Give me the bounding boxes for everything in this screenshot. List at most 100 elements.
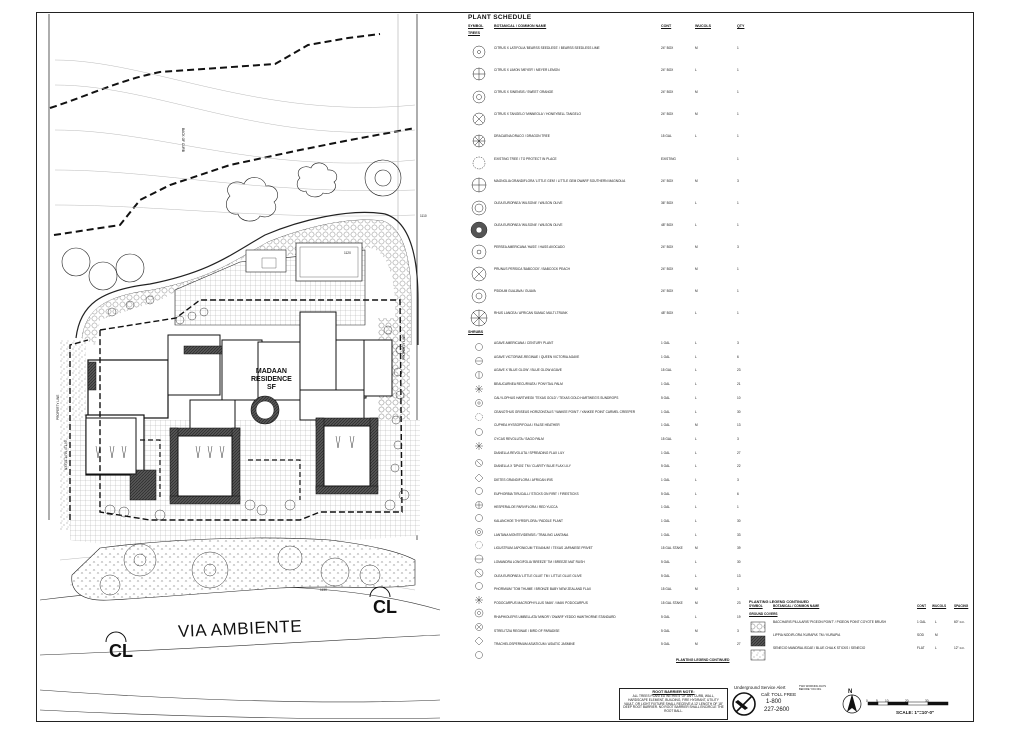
schedule-cell-cont: 5 GAL xyxy=(661,614,671,619)
property-line-label-left: PROPERTY LINE xyxy=(56,394,60,420)
plant-schedule-title: PLANT SCHEDULE xyxy=(468,14,532,21)
schedule-cell-name: DIANELLA REVOLUTA / SPREADING FLAX LILY xyxy=(494,450,565,455)
plant-schedule-header: SYMBOL BOTANICAL / COMMON NAME CONT WUCO… xyxy=(468,24,745,28)
usa-dial: Call: TOLL FREE xyxy=(761,692,797,697)
schedule-cell-cont: 1 GAL xyxy=(661,409,671,414)
scale-tick-20: 20 xyxy=(905,699,909,703)
schedule-row: MAGNOLIA GRANDIFLORA 'LITTLE GEM' / LITT… xyxy=(468,171,758,193)
ground-cover-cell-wucols: L xyxy=(935,620,937,624)
schedule-cell-cont: 24" BOX xyxy=(661,112,674,117)
schedule-cell-qty: 1 xyxy=(737,222,739,227)
schedule-cell-name: CITRUS X LATIFOLIA 'BEARSS SEEDLESS' / B… xyxy=(494,46,600,51)
schedule-cell-qty: 1 xyxy=(737,505,739,510)
contour-label-3: 1130 xyxy=(320,588,327,592)
schedule-cell-qty: 1 xyxy=(737,156,739,161)
schedule-cell-qty: 3 xyxy=(737,178,739,183)
schedule-cell-qty: 39 xyxy=(737,546,741,551)
schedule-cell-name: CITRUS X LIMON 'MEYER' / MEYER LEMON xyxy=(494,68,560,73)
schedule-cell-cont: EXISTING xyxy=(661,156,676,161)
schedule-cell-name: CUPHEA HYSSOPIFOLIA / FALSE HEATHER xyxy=(494,423,560,428)
schedule-cell-cont: 24" BOX xyxy=(661,46,674,51)
schedule-cell-wucols: L xyxy=(695,368,697,373)
schedule-cell-cont: 15 GAL xyxy=(661,436,672,441)
schedule-cell-name: PRUNUS PERSICA 'BABCOCK' / BABCOCK PEACH xyxy=(494,266,570,271)
schedule-row: AGAVE X 'BLUE GLOW' / BLUE GLOW AGAVE 15 … xyxy=(468,365,758,379)
schedule-cell-cont: 5 GAL xyxy=(661,491,671,496)
schedule-cell-qty: 23 xyxy=(737,368,741,373)
schedule-cell-cont: 1 GAL xyxy=(661,341,671,346)
schedule-row: LIGUSTRUM JAPONICUM 'TEXANUM' / TEXAS JA… xyxy=(468,543,758,557)
ground-cover-cell-spacing: 12" o.c. xyxy=(954,646,965,650)
schedule-row: PRUNUS PERSICA 'BABCOCK' / BABCOCK PEACH… xyxy=(468,259,758,281)
schedule-cell-wucols: M xyxy=(695,178,698,183)
schedule-cell-cont: 15 GAL xyxy=(661,368,672,373)
schedule-cell-qty: 1 xyxy=(737,68,739,73)
ground-cover-cell-cont: FLAT xyxy=(917,646,925,650)
schedule-cell-qty: 1 xyxy=(737,311,739,316)
schedule-cell-qty: 3 xyxy=(737,477,739,482)
residence-label: MADAAN RESIDENCE SF xyxy=(251,368,292,391)
ground-cover-title: PLANTING LEGEND CONTINUED xyxy=(749,600,809,604)
schedule-cell-qty: 1 xyxy=(737,289,739,294)
back-of-curb-label: BACK OF CURB xyxy=(181,128,185,152)
ground-cover-cell-name: BACCHARIS PILULARIS 'PIGEON POINT' / PIG… xyxy=(773,620,886,624)
schedule-cell-wucols: M xyxy=(695,423,698,428)
schedule-cell-cont: 1 GAL xyxy=(661,423,671,428)
schedule-cell-cont: 5 GAL xyxy=(661,560,671,565)
schedule-cell-cont: 36" BOX xyxy=(661,200,674,205)
schedule-cell-qty: 21 xyxy=(737,382,741,387)
schedule-cell-cont: 24" BOX xyxy=(661,244,674,249)
tree-symbol-glyphs xyxy=(470,45,488,327)
schedule-cell-wucols: M xyxy=(695,244,698,249)
schedule-row: EUPHORBIA TIRUCALLI 'STICKS ON FIRE' / F… xyxy=(468,488,758,502)
schedule-cell-cont: 24" BOX xyxy=(661,289,674,294)
scale-tick-0: 0 xyxy=(866,699,868,703)
ground-cover-cell-spacing: 60" o.c. xyxy=(954,620,965,624)
schedule-cell-qty: 3 xyxy=(737,628,739,633)
schedule-cell-cont: 15 GAL xyxy=(661,134,672,139)
schedule-cell-name: OLEA EUROPAEA 'LITTLE OLLIE' TM / LITTLE… xyxy=(494,573,582,578)
schedule-row: CITRUS X TANGELO 'MINNEOLA' / HONEYBELL … xyxy=(468,104,758,126)
schedule-cell-cont: 1 GAL xyxy=(661,532,671,537)
schedule-cell-name: LIGUSTRUM JAPONICUM 'TEXANUM' / TEXAS JA… xyxy=(494,546,593,551)
schedule-cell-cont: 15 GAL STAKE xyxy=(661,546,683,551)
schedule-cell-name: EUPHORBIA TIRUCALLI 'STICKS ON FIRE' / F… xyxy=(494,491,579,496)
schedule-cell-name: AGAVE X 'BLUE GLOW' / BLUE GLOW AGAVE xyxy=(494,368,562,373)
schedule-cell-wucols: L xyxy=(695,222,697,227)
scale-tick-10: 10 xyxy=(885,699,889,703)
schedule-cell-qty: 3 xyxy=(737,341,739,346)
schedule-cell-qty: 1 xyxy=(737,46,739,51)
schedule-row: TRACHELOSPERMUM ASIATICUM / ASIATIC JASM… xyxy=(468,638,758,652)
ground-cover-cell-name: SENECIO MANDRALISCAE / BLUE CHALK STICKS… xyxy=(773,646,866,650)
schedule-cell-name: STRELITZIA REGINAE / BIRD OF PARADISE xyxy=(494,628,560,633)
schedule-cell-wucols: L xyxy=(695,436,697,441)
ground-cover-row: SENECIO MANDRALISCAE / BLUE CHALK STICKS… xyxy=(749,642,975,655)
ground-cover-cell-cont: SOD xyxy=(917,633,924,637)
root-barrier-text: ALL TREES PLANTED WITHIN 5' OF ANY CURB,… xyxy=(623,694,724,714)
schedule-cell-cont: 5 GAL xyxy=(661,395,671,400)
schedule-cell-name: MAGNOLIA GRANDIFLORA 'LITTLE GEM' / LITT… xyxy=(494,178,626,183)
schedule-cell-qty: 1 xyxy=(737,90,739,95)
scale-tick-5: 5 xyxy=(876,699,878,703)
schedule-cell-name: CEANOTHUS GRISEUS HORIZONTALIS 'YANKEE P… xyxy=(494,409,636,414)
schedule-cell-wucols: M xyxy=(695,587,698,592)
schedule-cell-qty: 1 xyxy=(737,112,739,117)
schedule-row: RHAPHIOLEPIS UMBELLATA 'MINOR' / DWARF Y… xyxy=(468,611,758,625)
schedule-cell-qty: 3 xyxy=(737,587,739,592)
schedule-cell-name: BEAUCARNEA RECURVATA / PONYTAIL PALM xyxy=(494,382,563,387)
usa-note: TWO WORKING DAYS BEFORE YOU DIG xyxy=(799,685,827,691)
trees-list: CITRUS X LATIFOLIA 'BEARSS SEEDLESS' / B… xyxy=(468,38,758,325)
schedule-cell-cont: 24" BOX xyxy=(661,90,674,95)
schedule-cell-cont: 1 GAL xyxy=(661,505,671,510)
schedule-cell-wucols: L xyxy=(695,614,697,619)
schedule-cell-wucols: M xyxy=(695,46,698,51)
schedule-cell-wucols: M xyxy=(695,628,698,633)
